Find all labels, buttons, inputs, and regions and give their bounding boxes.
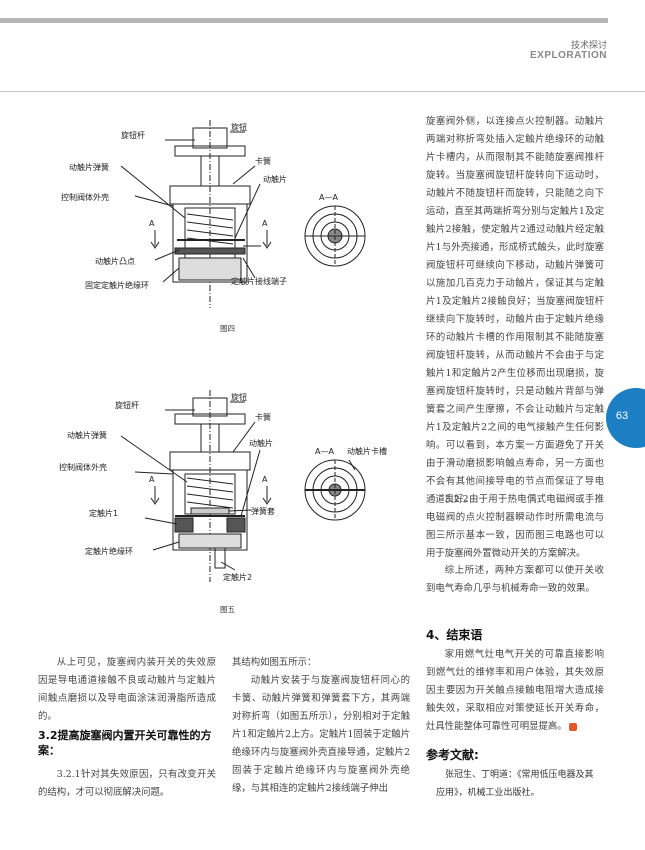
mid-col-paragraph-2: 动触片安装于与旋塞阀旋钮杆同心的卡簧、动触片弹簧和弹簧套下方，其两端对称折弯（如… <box>232 675 410 794</box>
fig5-label-section-a2: A <box>262 475 268 484</box>
references-heading: 参考文献: <box>426 748 479 762</box>
fig5-label-knob-rod: 旋钮杆 <box>115 400 139 410</box>
fig5-label-section-aa: A—A <box>315 447 334 456</box>
figure-5-diagram: 旋钮杆 旋钮 动触片弹簧 卡簧 动触片 控制阀体外壳 A A A—A 动触片卡槽… <box>59 390 387 582</box>
fig5-label-spring-sleeve: 弹簧套 <box>251 506 275 516</box>
fig4-label-section-a1: A <box>149 219 155 228</box>
fig4-label-moving-boss: 动触片凸点 <box>95 256 135 266</box>
header-bar <box>0 18 608 23</box>
fig5-label-fixed-contact2: 定触片2 <box>223 572 252 582</box>
section-title-en: EXPLORATION <box>530 50 607 61</box>
figure-4-caption: 图四 <box>220 324 235 333</box>
fig5-label-moving-groove: 动触片卡槽 <box>347 446 387 456</box>
fig4-label-knob-rod: 旋钮杆 <box>121 130 145 140</box>
left-col-paragraph-1: 从上可见，旋塞阀内装开关的失效原因是导电通道接触不良或动触片与定触片间触点磨损以… <box>38 657 216 722</box>
fig5-label-moving-spring: 动触片弹簧 <box>67 430 107 440</box>
section-title-cn: 技术探讨 <box>570 41 607 51</box>
conclusion-text: 家用燃气灶电气开关的可靠直接影响到燃气灶的维修率和用户体验，其失效原因主要因为开… <box>426 646 604 736</box>
fig5-label-valve-shell: 控制阀体外壳 <box>59 462 107 472</box>
fig4-label-clip-spring: 卡簧 <box>255 156 271 166</box>
figure-5-caption: 图五 <box>220 605 235 614</box>
fig4-label-section-a2: A <box>262 219 268 228</box>
mid-col-paragraph-1: 其结构如图五所示： <box>232 657 317 668</box>
right-col-paragraph-1: 旋塞阀外侧，以连接点火控制器。动触片两端对称折弯处插入定触片绝缘环的动触片卡槽内… <box>426 116 604 505</box>
fig4-label-moving-contact: 动触片 <box>263 174 287 184</box>
left-col-paragraph-2: 3.2.1针对其失效原因，只有改变开关的结构，才可以彻底解决问题。 <box>38 769 216 798</box>
fig5-label-fixed-insulator: 定触片绝缘环 <box>85 546 133 556</box>
page-number: 63 <box>615 410 629 422</box>
fig5-label-fixed-contact1: 定触片1 <box>89 508 118 518</box>
fig5-label-moving-contact: 动触片 <box>249 438 273 448</box>
end-mark-icon <box>568 722 577 731</box>
header-rule <box>0 91 645 92</box>
fig4-label-knob: 旋钮 <box>231 122 247 132</box>
section-3-2-heading: 3.2提高旋塞阀内置开关可靠性的方案： <box>38 729 212 757</box>
fig4-label-section-aa: A—A <box>319 193 338 202</box>
conclusion-heading: 4、结束语 <box>426 628 483 642</box>
conclusion-text-content: 家用燃气灶电气开关的可靠直接影响到燃气灶的维修率和用户体验，其失效原因主要因为开… <box>426 649 604 732</box>
right-col-paragraph-3: 综上所述，两种方案都可以使开关收到电气寿命几乎与机械寿命一致的效果。 <box>426 565 604 594</box>
fig4-label-fixed-terminal: 定触片接线端子 <box>231 276 287 286</box>
fig4-label-valve-shell: 控制阀体外壳 <box>61 192 109 202</box>
right-col-paragraph-2: 3.2.2由于用于热电偶式电磁阀或手推电磁阀的点火控制器瞬动作时所需电流与图三所… <box>426 494 604 559</box>
figure-4-diagram: 旋钮杆 旋钮 动触片弹簧 卡簧 动触片 控制阀体外壳 A A A—A 动触片凸点… <box>61 120 366 308</box>
fig5-label-knob: 旋钮 <box>231 392 247 402</box>
fig4-label-fixed-insulator: 固定定触片绝缘环 <box>85 280 149 290</box>
fig4-label-moving-spring: 动触片弹簧 <box>69 162 109 172</box>
fig5-label-clip-spring: 卡簧 <box>255 412 271 422</box>
fig5-label-section-a1: A <box>149 475 155 484</box>
reference-item: 张冠生、丁明道：《常用低压电器及其应用》，机械工业出版社。 <box>436 770 594 798</box>
